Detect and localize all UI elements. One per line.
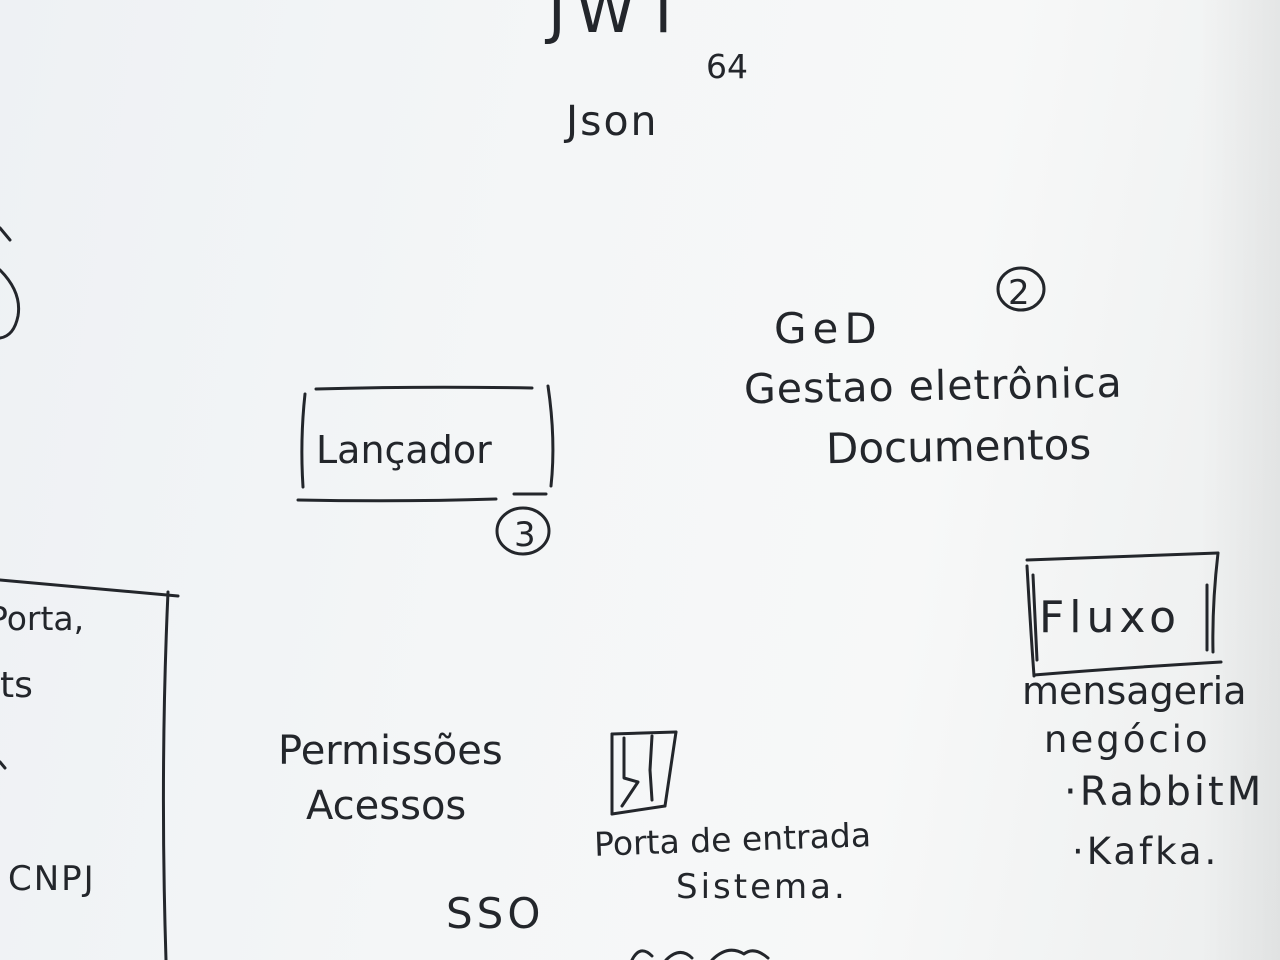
- left-box-top: [0, 578, 180, 598]
- note-sistema: Sistema.: [676, 867, 848, 907]
- note-jwt: JWT: [548, 0, 692, 47]
- note-negocio: negócio: [1044, 718, 1211, 761]
- note-acessos: Acessos: [306, 783, 467, 829]
- note-permissoes: Permissões: [278, 728, 503, 774]
- launcher-box-bottom: [296, 497, 498, 503]
- ged-number-circle: [996, 266, 1046, 312]
- fluxo-box-right: [1211, 551, 1220, 654]
- left-edge-mark: [0, 226, 12, 242]
- note-fluxo: Fluxo: [1039, 592, 1182, 643]
- note-64: 64: [706, 47, 748, 86]
- fluxo-box-top: [1025, 551, 1220, 562]
- note-left-porta: Porta,: [0, 599, 85, 638]
- note-rabbit: ·RabbitM: [1064, 769, 1265, 815]
- note-launcher: Lançador: [316, 428, 492, 472]
- door-frame-top: [610, 730, 678, 736]
- note-sso: SSO: [446, 889, 545, 938]
- left-circle-arc: [0, 268, 21, 340]
- left-box-right: [161, 590, 170, 960]
- launcher-number: 3: [514, 515, 536, 555]
- fluxo-box-inner-left: [1031, 573, 1039, 662]
- fluxo-box-bottom: [1032, 660, 1223, 677]
- note-json: Json: [566, 97, 659, 145]
- launcher-box-top: [314, 385, 534, 391]
- bottom-scribble: [630, 948, 770, 960]
- door-panel: [648, 734, 654, 802]
- board-edge-shadow: [1200, 0, 1280, 960]
- launcher-box-left: [300, 392, 307, 489]
- note-left-cnpj: CNPJ: [8, 859, 96, 899]
- fluxo-box-left: [1025, 564, 1036, 678]
- ged-number: 2: [1008, 273, 1030, 313]
- note-kafka: ·Kafka.: [1072, 830, 1220, 873]
- left-tick: [0, 760, 7, 770]
- launcher-number-circle: [495, 506, 551, 556]
- door-frame-bottom: [610, 804, 667, 816]
- note-ged: GeD: [774, 304, 883, 353]
- launcher-box-right: [546, 384, 555, 488]
- door-inner: [620, 736, 640, 808]
- note-left-ts: ts: [0, 665, 33, 706]
- note-mensageria: mensageria: [1022, 669, 1247, 713]
- door-frame-right: [663, 730, 678, 808]
